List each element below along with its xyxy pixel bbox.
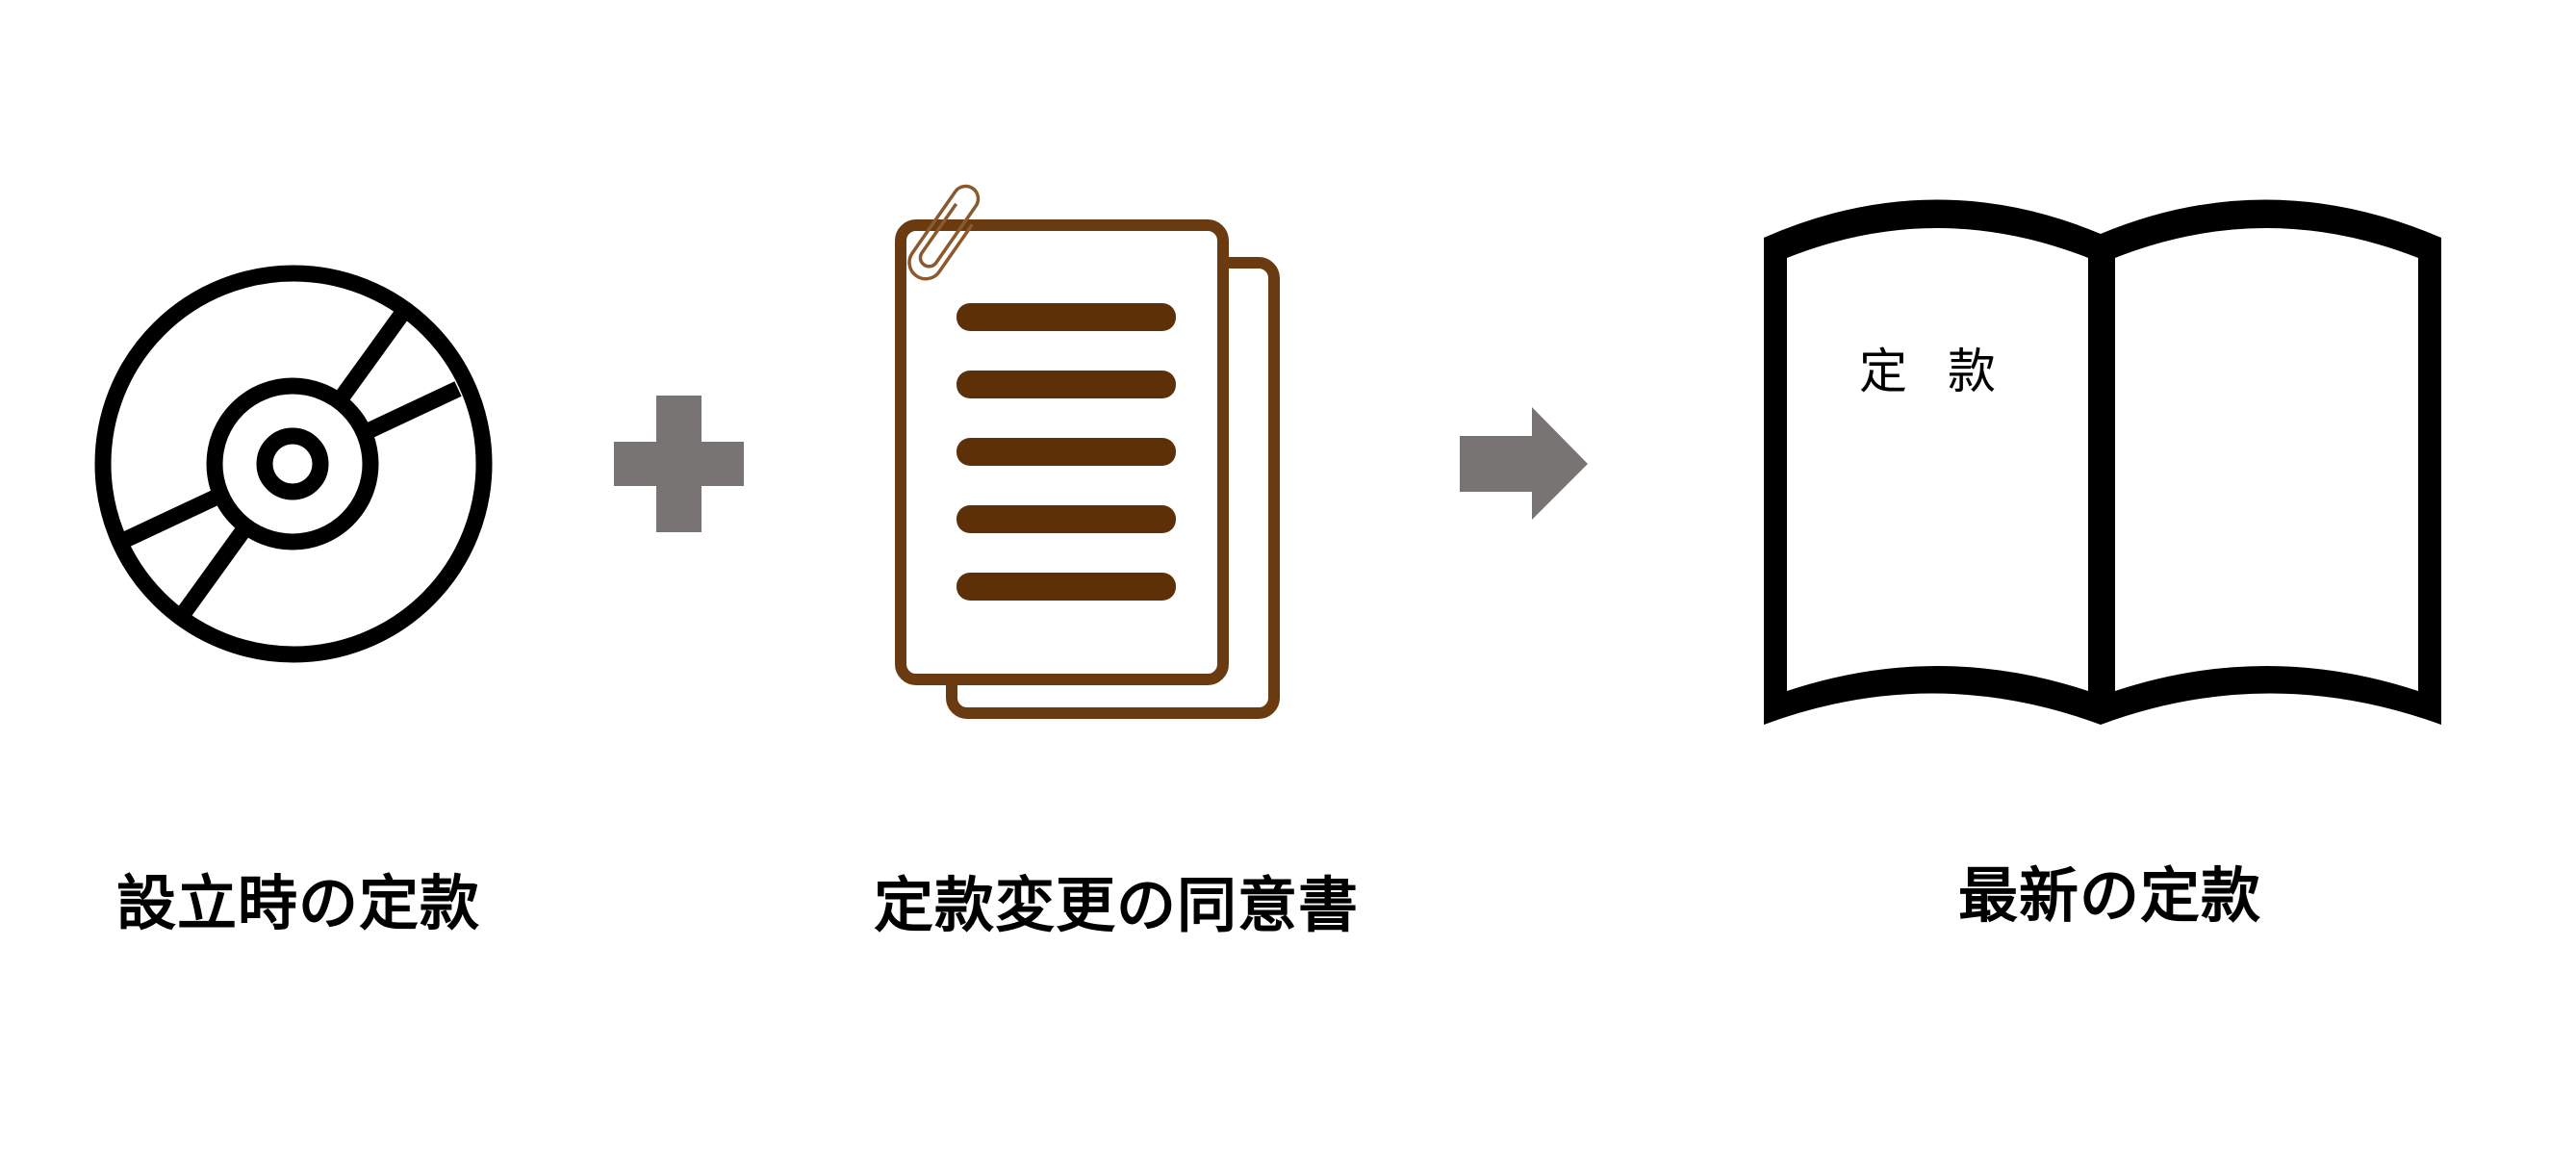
- paperclip-icon: [907, 184, 981, 281]
- label-original-articles: 設立時の定款: [115, 868, 480, 938]
- book-title-text: 定款: [1859, 344, 2036, 399]
- label-latest-articles: 最新の定款: [1957, 860, 2261, 931]
- label-amendment-consent: 定款変更の同意書: [873, 870, 1359, 940]
